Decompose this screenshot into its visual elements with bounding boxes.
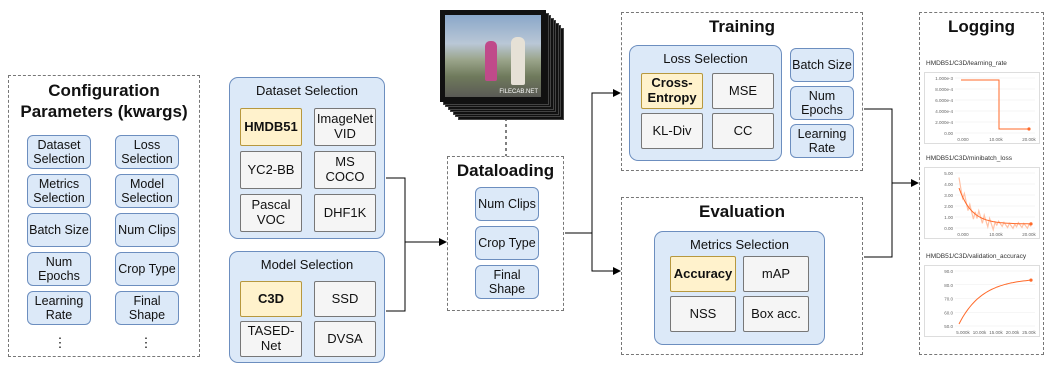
plot-title: HMDB51/C3D/learning_rate [926, 60, 1007, 67]
plot-minibatch-loss: 5.00 4.00 3.00 2.00 1.00 0.00 0.000 10.00k 20.00… [924, 167, 1040, 239]
training-chip-num-epochs: Num Epochs [790, 86, 854, 120]
dataloading-title: Dataloading [456, 161, 555, 180]
loss-option-mse: MSE [712, 73, 774, 109]
dataset-option-imagenet-vid: ImageNet VID [314, 108, 376, 146]
dataset-selection-title: Dataset Selection [256, 83, 358, 98]
config-chip-model-selection: Model Selection [115, 174, 179, 208]
y-tick-label: 50.0 [944, 324, 953, 329]
config-chip-batch-size: Batch Size [27, 213, 91, 247]
x-tick-label: 25.00k [1022, 330, 1036, 335]
dataloading-chip-num-clips: Num Clips [475, 187, 539, 221]
model-option-dvsa: DVSA [314, 321, 376, 357]
arrow-to-training [565, 89, 621, 234]
video-frame: FILECAB.NET [440, 10, 546, 102]
training-chip-learning-rate: Learning Rate [790, 124, 854, 158]
y-tick-label: 70.0 [944, 297, 953, 302]
plot-canvas: 5.00 4.00 3.00 2.00 1.00 0.00 0.000 10.00k 20.00… [944, 171, 1036, 237]
model-option-c3d: C3D [240, 281, 302, 317]
y-tick-label: 90.0 [944, 269, 953, 274]
dataloading-chip-final-shape: Final Shape [475, 265, 539, 299]
config-chip-metrics-selection: Metrics Selection [27, 174, 91, 208]
dataloading-chip-crop-type: Crop Type [475, 226, 539, 260]
y-tick-label: 80.0 [944, 283, 953, 288]
dataset-option-ms-coco: MS COCO [314, 151, 376, 189]
model-option-ssd: SSD [314, 281, 376, 317]
plot-title: HMDB51/C3D/validation_accuracy [926, 253, 1027, 260]
y-tick-label: 2.00 [944, 204, 953, 209]
y-tick-label: 8.000e-4 [935, 87, 953, 92]
config-chip-num-clips: Num Clips [115, 213, 179, 247]
config-chip-loss-selection: Loss Selection [115, 135, 179, 169]
dataset-option-dhf1k: DHF1K [314, 194, 376, 232]
x-tick-label: 0.000 [957, 137, 969, 142]
config-chip-num-epochs: Num Epochs [27, 252, 91, 286]
model-selection-title: Model Selection [260, 257, 354, 272]
config-chip-dataset-selection: Dataset Selection [27, 135, 91, 169]
logging-title: Logging [947, 17, 1016, 36]
arrow-dataset-bracket [386, 177, 420, 243]
y-tick-label: 1.00 [944, 215, 953, 220]
x-tick-label: 10.00k [989, 232, 1003, 237]
dataset-option-hmdb51: HMDB51 [240, 108, 302, 146]
y-tick-label: 1.000e-3 [935, 76, 953, 81]
y-tick-label: 3.00 [944, 193, 953, 198]
arrow-model-bracket [386, 242, 406, 312]
metric-option-box-acc: Box acc. [743, 296, 809, 332]
loss-option-kl-div: KL-Div [641, 113, 703, 149]
config-chip-final-shape: Final Shape [115, 291, 179, 325]
x-tick-label: 0.000 [957, 232, 969, 237]
dataset-option-pascal-voc: Pascal VOC [240, 194, 302, 232]
y-tick-label: 2.000e-4 [935, 120, 953, 125]
model-option-tased-net: TASED-Net [240, 321, 302, 357]
series-line [958, 279, 1032, 325]
y-tick-label: 4.000e-4 [935, 109, 953, 114]
dataset-option-yc2-bb: YC2-BB [240, 151, 302, 189]
config-ellipsis-left: ⋮ [53, 335, 67, 350]
x-tick-label: 15.00k [989, 330, 1003, 335]
training-title: Training [708, 17, 776, 36]
arrow-training-to-bracket [864, 108, 893, 183]
y-tick-label: 60.0 [944, 310, 953, 315]
arrow-to-evaluation [591, 233, 621, 275]
metrics-selection-title: Metrics Selection [690, 237, 789, 252]
x-tick-label: 20.00k [1006, 330, 1020, 335]
series-end-marker [1029, 222, 1033, 226]
y-tick-label: 4.00 [944, 182, 953, 187]
series-line [961, 79, 1029, 130]
loss-option-cc: CC [712, 113, 774, 149]
y-tick-label: 5.00 [944, 171, 953, 176]
metric-option-map: mAP [743, 256, 809, 292]
metric-option-nss: NSS [670, 296, 736, 332]
x-tick-label: 5.000k [956, 330, 970, 335]
x-tick-label: 20.00k [1022, 137, 1036, 142]
evaluation-title: Evaluation [699, 202, 785, 221]
series-line [958, 187, 1031, 225]
x-tick-label: 10.00k [973, 330, 987, 335]
plot-title: HMDB51/C3D/minibatch_loss [926, 155, 1012, 162]
metric-option-accuracy: Accuracy [670, 256, 736, 292]
y-tick-label: 6.000e-4 [935, 98, 953, 103]
person-figure [485, 41, 497, 81]
y-tick-label: 0.00 [944, 131, 953, 136]
config-chip-learning-rate: Learning Rate [27, 291, 91, 325]
config-title: Configuration Parameters (kwargs) [20, 81, 188, 121]
config-ellipsis-right: ⋮ [139, 335, 153, 350]
training-chip-batch-size: Batch Size [790, 48, 854, 82]
x-tick-label: 10.00k [989, 137, 1003, 142]
plot-learning-rate: 1.000e-3 8.000e-4 6.000e-4 4.000e-4 2.000e-4… [924, 72, 1040, 144]
config-chip-crop-type: Crop Type [115, 252, 179, 286]
series-end-marker [1027, 127, 1031, 131]
loss-selection-title: Loss Selection [663, 51, 748, 66]
x-tick-label: 20.00k [1022, 232, 1036, 237]
video-watermark: FILECAB.NET [499, 89, 538, 95]
series-end-marker [1029, 278, 1033, 282]
plot-canvas: 1.000e-3 8.000e-4 6.000e-4 4.000e-4 2.000e-4… [935, 76, 1036, 142]
y-tick-label: 0.00 [944, 226, 953, 231]
person-figure [511, 37, 525, 85]
arrow-evaluation-to-bracket [864, 183, 893, 258]
loss-option-cross-entropy: Cross-Entropy [641, 73, 703, 109]
